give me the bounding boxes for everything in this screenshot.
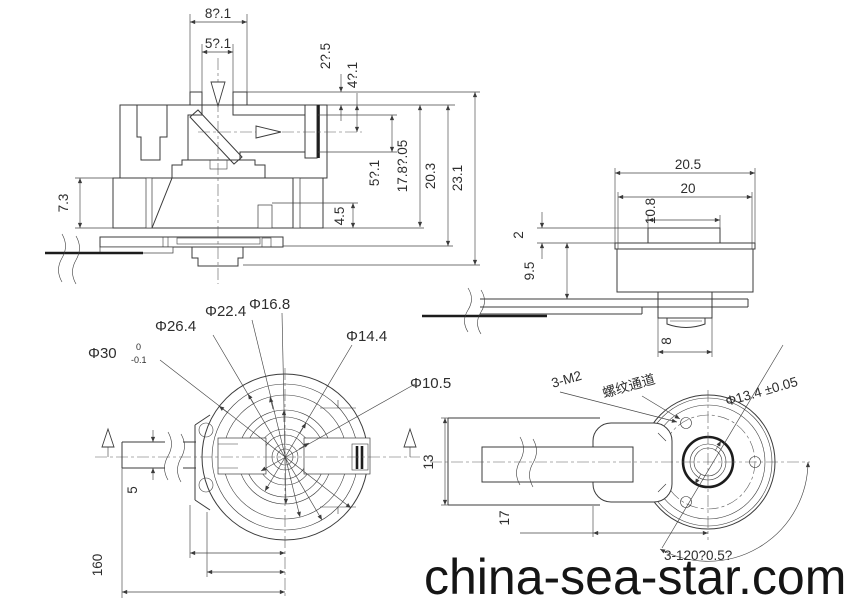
dim-label-5-1: 5?.1	[367, 160, 382, 186]
dim-label-20-5: 20.5	[675, 157, 701, 172]
dim-label-20: 20	[680, 181, 695, 196]
dim-label-9-5: 9.5	[522, 262, 537, 281]
dim-label-4-5: 4.5	[332, 207, 347, 226]
dim-label-20-3: 20.3	[423, 163, 438, 189]
side-view: 20.5 20 10.8 2 9.5 8	[422, 157, 756, 357]
section-arrow-left	[101, 427, 115, 448]
dim-label-2: 2	[511, 231, 526, 239]
flow-arrow-right	[255, 125, 282, 139]
front-view: Φ30 0 -0.1 Φ26.4 Φ22.4 Φ16.8 Φ14.4 Φ10.5…	[88, 296, 451, 598]
dim-label-7-3: 7.3	[56, 194, 71, 213]
dia-label-30: Φ30	[88, 345, 117, 362]
dia-label-30-tol-upper: 0	[136, 342, 141, 352]
watermark-text: china-sea-star.com	[424, 549, 846, 605]
dim-label-2-5: 2?.5	[318, 43, 333, 69]
dim-label-13: 13	[421, 454, 436, 469]
dim-label-17: 17	[497, 510, 512, 525]
dia-label-22-4: Φ22.4	[205, 303, 246, 320]
dim-label-10-8: 10.8	[643, 198, 658, 224]
section-arrow-right	[403, 427, 417, 448]
mirror-element	[189, 109, 243, 165]
angle-callout-label: 3-120?0.5?	[664, 548, 732, 563]
dim-label-17-8: 17.8?.05	[395, 140, 410, 193]
dia-label-16-8: Φ16.8	[249, 296, 290, 313]
dim-label-5-top: 5?.1	[205, 36, 231, 51]
dia-label-14-4: Φ14.4	[346, 328, 387, 345]
window-element	[304, 104, 318, 159]
dim-label-8: 8?.1	[205, 6, 231, 21]
dim-label-160: 160	[90, 554, 105, 577]
thread-callout-label: 3-M2	[550, 368, 584, 391]
dia-label-30-tol-lower: -0.1	[131, 355, 147, 365]
dim-label-cable-5: 5	[125, 486, 140, 494]
dim-label-23-1: 23.1	[450, 165, 465, 191]
dim-label-4-1: 4?.1	[345, 62, 360, 88]
dia-label-10-5: Φ10.5	[410, 375, 451, 392]
dia-label-26-4: Φ26.4	[155, 318, 196, 335]
top-view: 3-M2 螺纹通道 Φ13.4 ±0.05 13 17 3-120?0.5?	[421, 344, 811, 563]
section-view: 8?.1 5?.1 2?.5 4?.1 4.5 5?.1 17.8?.05 20…	[45, 6, 480, 285]
dia-label-13-4: Φ13.4 ±0.05	[724, 374, 800, 409]
thread-channel-label: 螺纹通道	[601, 371, 657, 400]
dim-label-8-side: 8	[659, 337, 674, 345]
flow-arrow-down	[210, 81, 226, 108]
